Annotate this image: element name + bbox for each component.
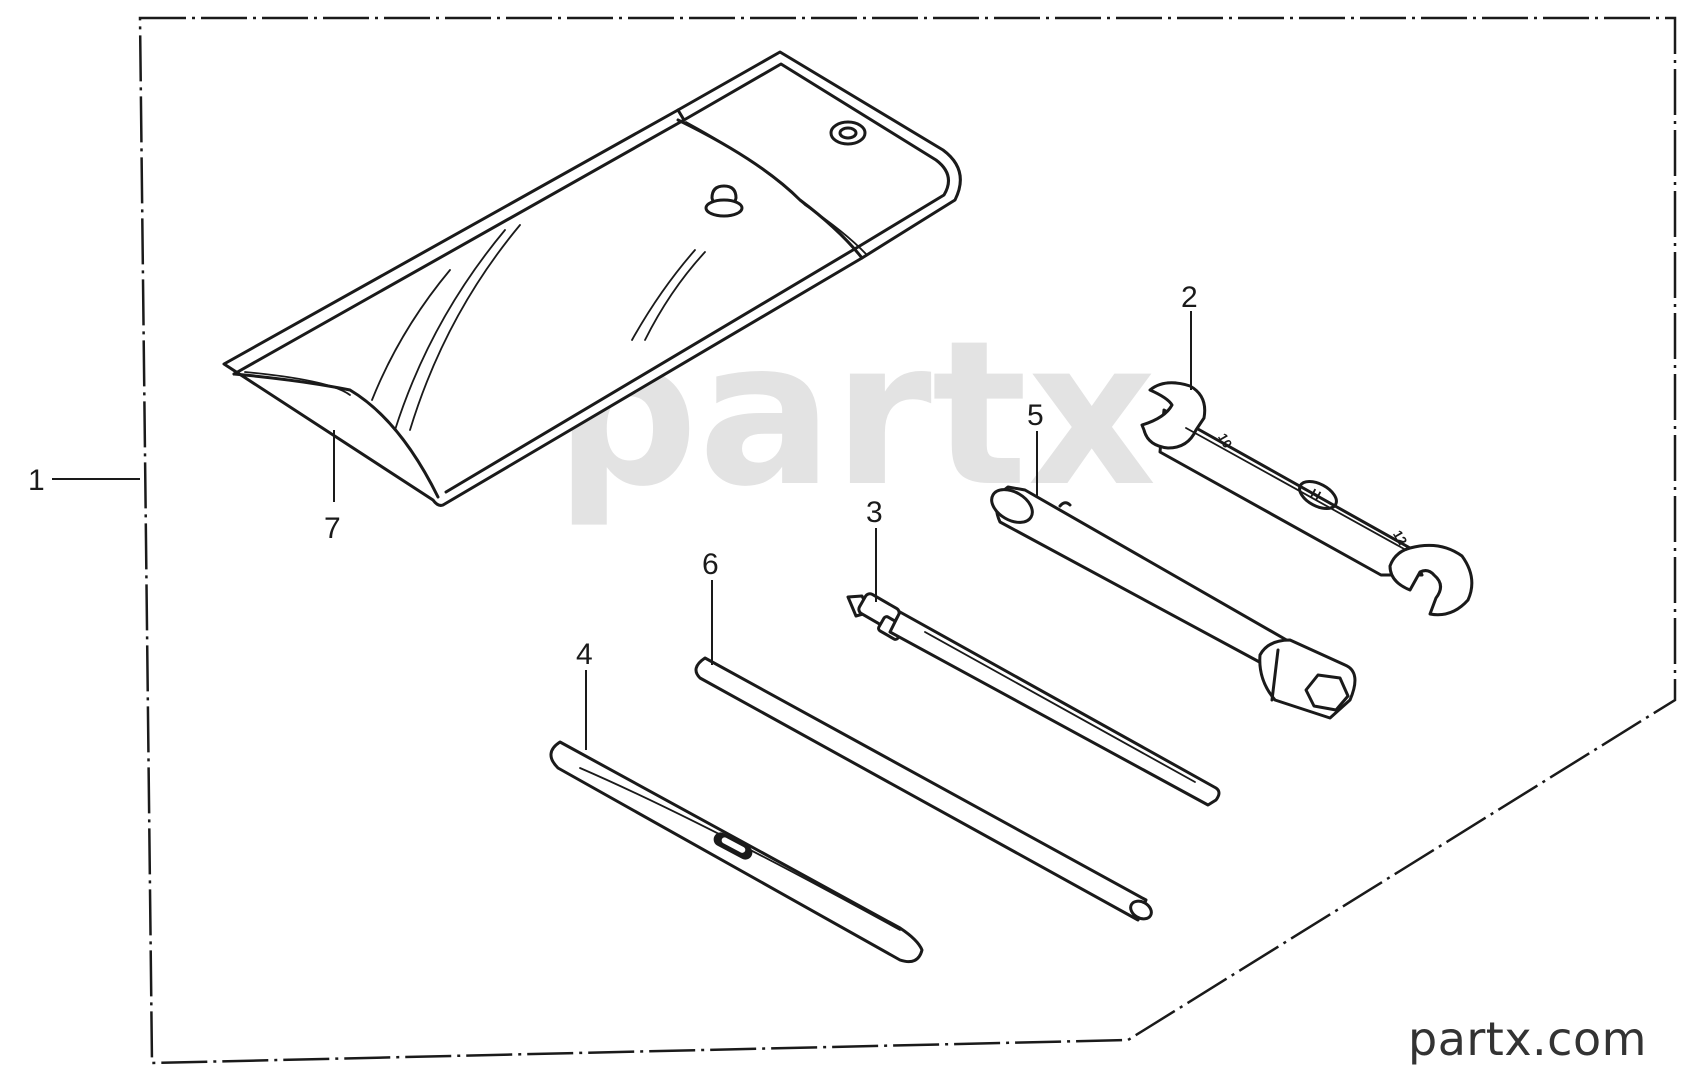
part-open-end-wrench[interactable]: H 10 12 [1140, 381, 1474, 617]
callout-7: 7 [324, 512, 341, 545]
part-plug-socket-wrench[interactable] [986, 483, 1357, 720]
brand-label: partx.com [1408, 1012, 1647, 1066]
part-handle-bar[interactable] [694, 656, 1155, 922]
part-screwdriver[interactable] [846, 592, 1221, 807]
callout-5: 5 [1027, 399, 1044, 432]
callout-2: 2 [1181, 281, 1198, 314]
wrench-size-label-a: 10 [1215, 431, 1235, 451]
part-flat-bar[interactable] [549, 740, 924, 964]
callout-1: 1 [28, 464, 45, 497]
wrench-size-label-b: 12 [1390, 528, 1410, 548]
callout-4: 4 [576, 638, 593, 671]
callout-3: 3 [866, 496, 883, 529]
assembly-boundary [138, 16, 1677, 1065]
callout-6: 6 [702, 548, 719, 581]
part-tool-bag[interactable] [222, 50, 962, 507]
